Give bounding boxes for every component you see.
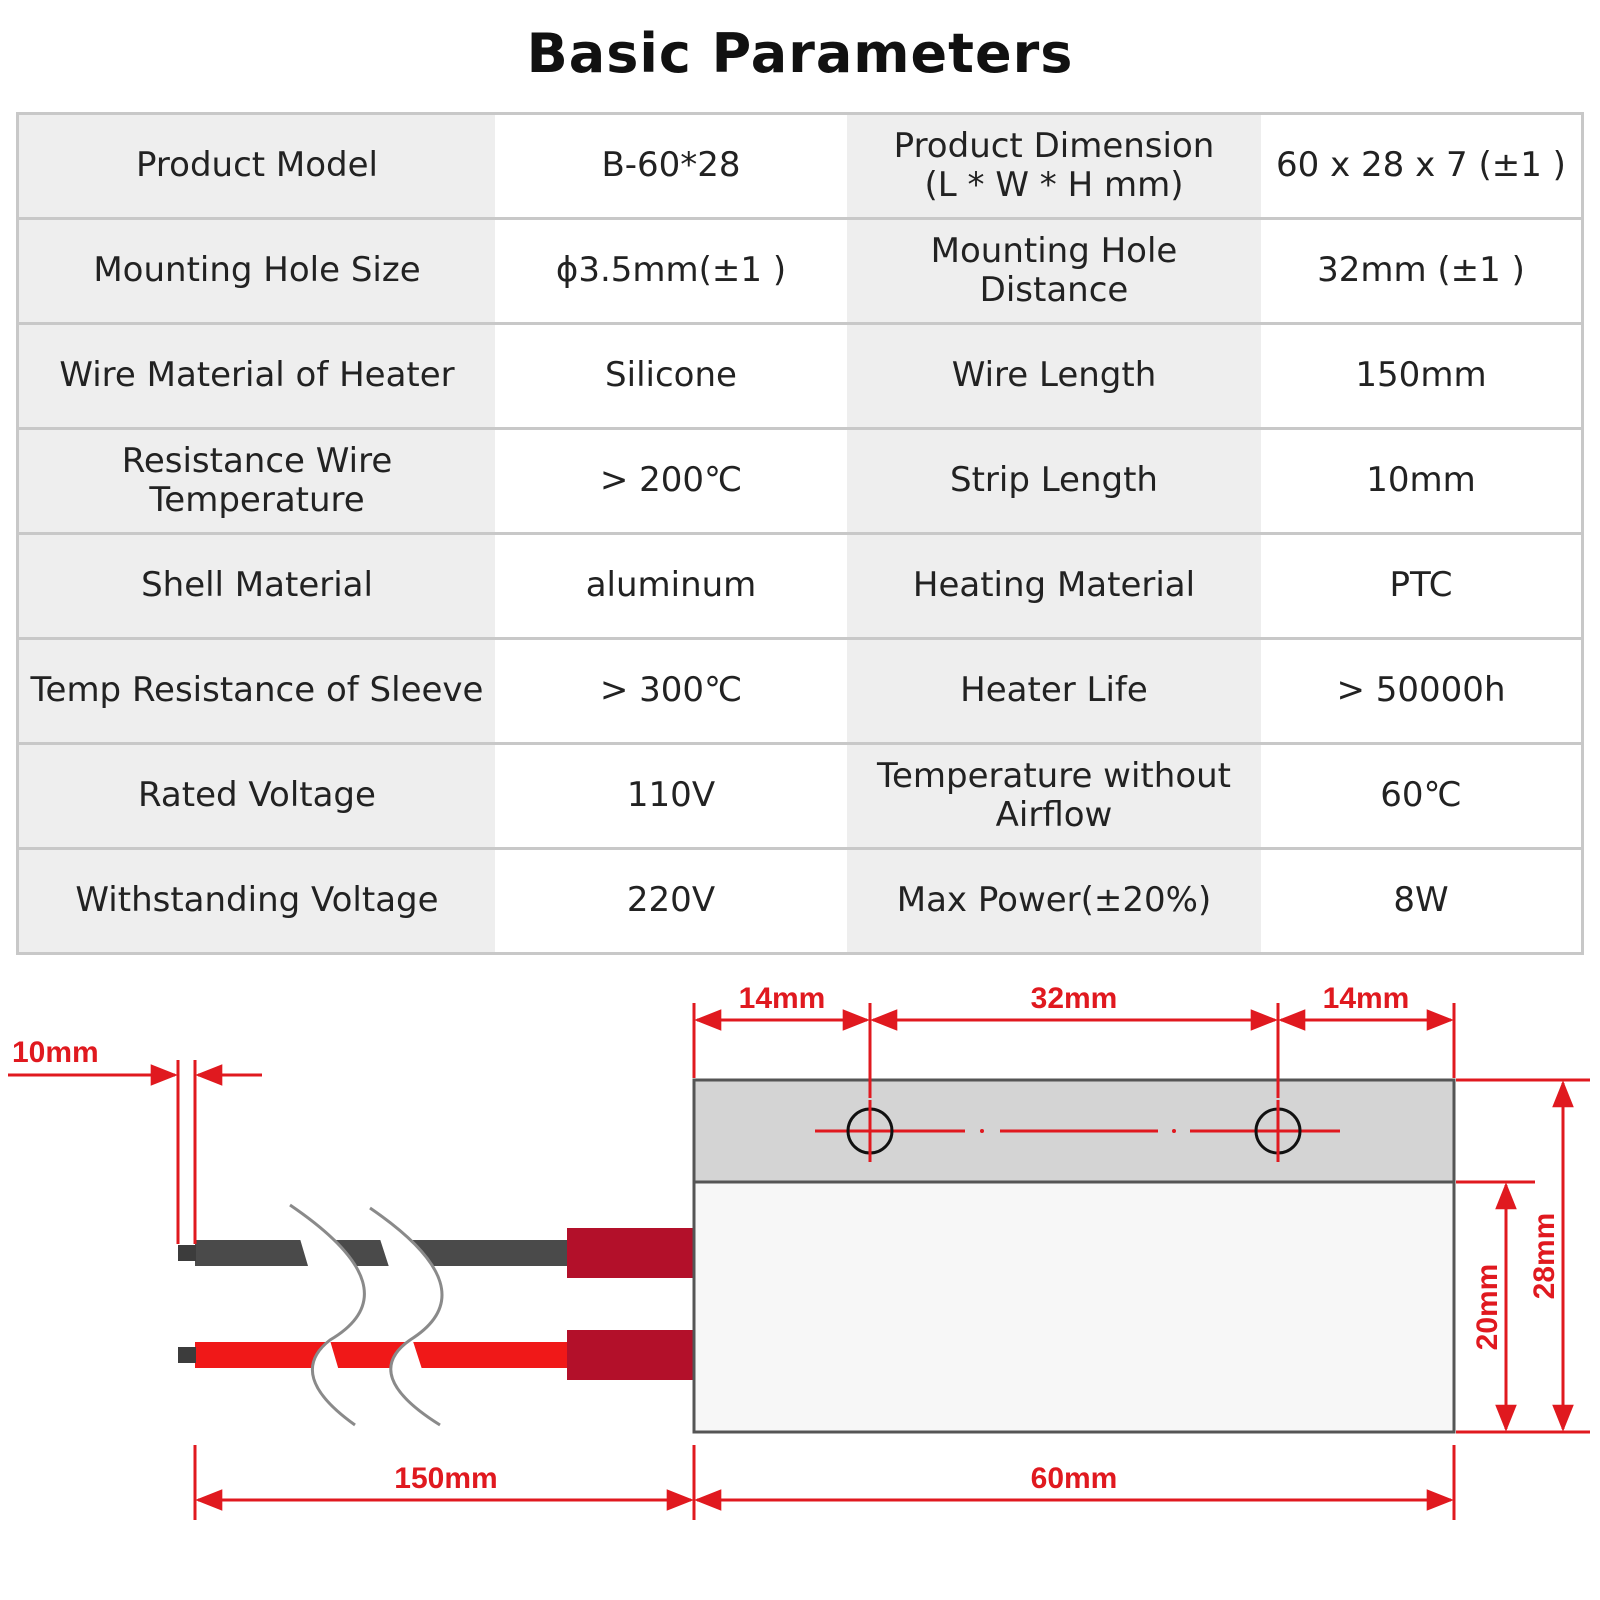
red-wire-sleeve bbox=[567, 1330, 695, 1380]
param-label: Product Dimension(L * W * H mm) bbox=[847, 112, 1261, 220]
param-value: ϕ3.5mm(±1 ) bbox=[495, 217, 847, 325]
param-value: > 300℃ bbox=[495, 637, 847, 745]
wires bbox=[178, 1228, 695, 1380]
dim-hole-right-label: 14mm bbox=[1323, 982, 1410, 1015]
param-label: Shell Material bbox=[16, 532, 495, 640]
param-value: PTC bbox=[1261, 532, 1584, 640]
dim-length-label: 60mm bbox=[1031, 1462, 1118, 1495]
black-wire bbox=[195, 1240, 567, 1266]
black-wire-sleeve bbox=[567, 1228, 695, 1278]
param-label: Wire Material of Heater bbox=[16, 322, 495, 430]
heater-housing bbox=[692, 1180, 1456, 1434]
dim-hole-distance-label: 32mm bbox=[1031, 982, 1118, 1015]
param-value: aluminum bbox=[495, 532, 847, 640]
param-label: Mounting Hole Size bbox=[16, 217, 495, 325]
table-row: Shell Material aluminum Heating Material… bbox=[16, 532, 1584, 640]
param-label: Rated Voltage bbox=[16, 742, 495, 850]
param-label: Heating Material bbox=[847, 532, 1261, 640]
param-value: B-60*28 bbox=[495, 112, 847, 220]
param-label: Temp Resistance of Sleeve bbox=[16, 637, 495, 745]
black-wire-strip bbox=[178, 1245, 196, 1261]
dim-hole-left-label: 14mm bbox=[739, 982, 826, 1015]
param-label: Strip Length bbox=[847, 427, 1261, 535]
param-value: 110V bbox=[495, 742, 847, 850]
table-row: Wire Material of Heater Silicone Wire Le… bbox=[16, 322, 1584, 430]
heater-diagram: 10mm 14mm 32mm 14mm 150mm 60mm 20mm 28mm bbox=[8, 982, 1590, 1520]
red-wire-strip bbox=[178, 1347, 196, 1363]
param-label: Product Model bbox=[16, 112, 495, 220]
param-label: Max Power(±20%) bbox=[847, 847, 1261, 955]
param-value: 32mm (±1 ) bbox=[1261, 217, 1584, 325]
table-row: Product Model B-60*28 Product Dimension(… bbox=[16, 112, 1584, 220]
dim-total-width-label: 28mm bbox=[1528, 1213, 1561, 1300]
param-value: 8W bbox=[1261, 847, 1584, 955]
param-value: 220V bbox=[495, 847, 847, 955]
param-label: Wire Length bbox=[847, 322, 1261, 430]
dim-body-width-label: 20mm bbox=[1471, 1264, 1504, 1351]
param-value: Silicone bbox=[495, 322, 847, 430]
table-row: Mounting Hole Size ϕ3.5mm(±1 ) Mounting … bbox=[16, 217, 1584, 325]
dim-strip-label: 10mm bbox=[12, 1036, 99, 1069]
param-label: Heater Life bbox=[847, 637, 1261, 745]
break-symbol bbox=[289, 1203, 444, 1427]
dim-wire-length-label: 150mm bbox=[394, 1462, 497, 1495]
param-value: 60℃ bbox=[1261, 742, 1584, 850]
param-value: > 200℃ bbox=[495, 427, 847, 535]
table-row: Withstanding Voltage 220V Max Power(±20%… bbox=[16, 847, 1584, 955]
param-label: Mounting Hole Distance bbox=[847, 217, 1261, 325]
param-value: 60 x 28 x 7 (±1 ) bbox=[1261, 112, 1584, 220]
heater-body bbox=[692, 1078, 1456, 1434]
table-row: Temp Resistance of Sleeve > 300℃ Heater … bbox=[16, 637, 1584, 745]
param-value: 10mm bbox=[1261, 427, 1584, 535]
parameters-table: Product Model B-60*28 Product Dimension(… bbox=[16, 112, 1584, 955]
red-wire bbox=[195, 1342, 567, 1368]
param-label: Withstanding Voltage bbox=[16, 847, 495, 955]
param-value: 150mm bbox=[1261, 322, 1584, 430]
param-value: > 50000h bbox=[1261, 637, 1584, 745]
dimension-lines bbox=[8, 1003, 1590, 1520]
page-title: Basic Parameters bbox=[526, 22, 1074, 85]
